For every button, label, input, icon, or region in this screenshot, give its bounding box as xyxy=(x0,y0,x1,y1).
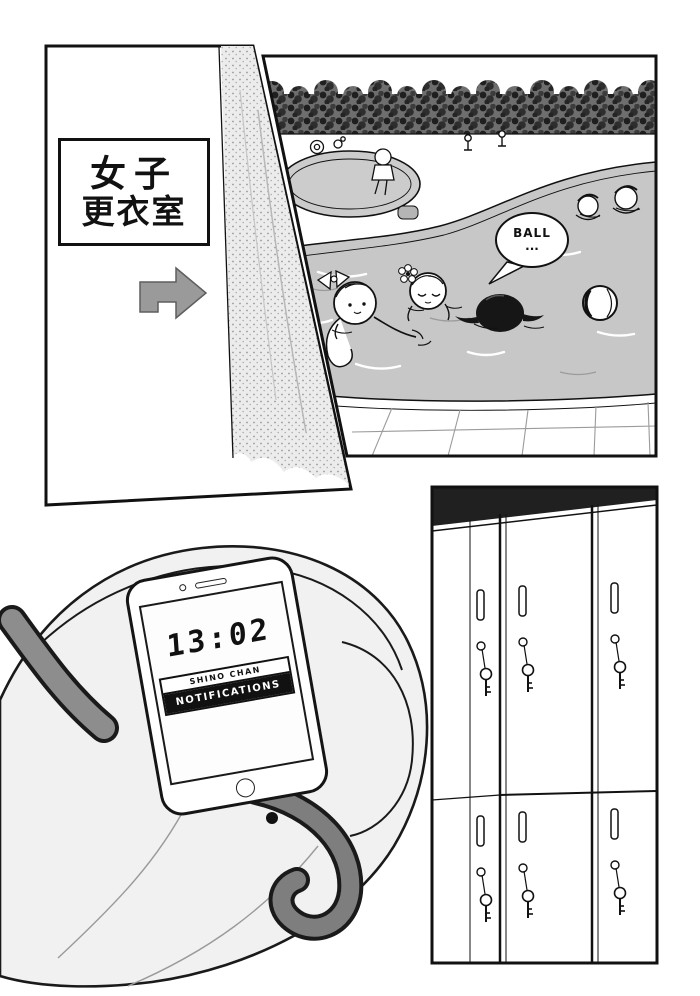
phone-home-button xyxy=(234,776,257,799)
bag-strap-right xyxy=(243,779,364,941)
panel-lockers xyxy=(430,485,659,965)
sign-text-line2: 更衣室 xyxy=(81,191,187,231)
speech-bubble-text: BALL xyxy=(513,226,551,241)
hedge xyxy=(263,80,656,135)
curtain xyxy=(221,46,349,485)
bag-strap-left xyxy=(0,605,119,743)
direction-arrow-icon xyxy=(139,266,208,320)
distant-figures xyxy=(464,130,640,221)
sign-text-line1: 女子 xyxy=(89,153,178,195)
beach-ball xyxy=(582,285,618,321)
waterline-marks xyxy=(331,207,641,334)
locker-handles xyxy=(476,582,619,847)
phone-speaker-icon xyxy=(194,577,228,589)
hair-flower-icon xyxy=(398,264,418,283)
phone-notification: SHINO CHAN NOTIFICATIONS xyxy=(158,655,296,717)
speech-bubble-ellipsis: ... xyxy=(525,238,539,253)
phone-screen: 13:02 SHINO CHAN NOTIFICATIONS xyxy=(138,580,315,786)
pool-float xyxy=(309,136,346,155)
changing-room-sign: 女子 更衣室 xyxy=(58,138,210,246)
girl-black-hair xyxy=(455,294,544,332)
deck-tiles xyxy=(351,401,656,456)
main-pool xyxy=(283,161,656,411)
poolside-figure xyxy=(371,148,395,196)
girl-flower xyxy=(398,264,450,322)
phone-camera-icon xyxy=(178,583,187,592)
speech-bubble: BALL ... xyxy=(495,212,569,268)
